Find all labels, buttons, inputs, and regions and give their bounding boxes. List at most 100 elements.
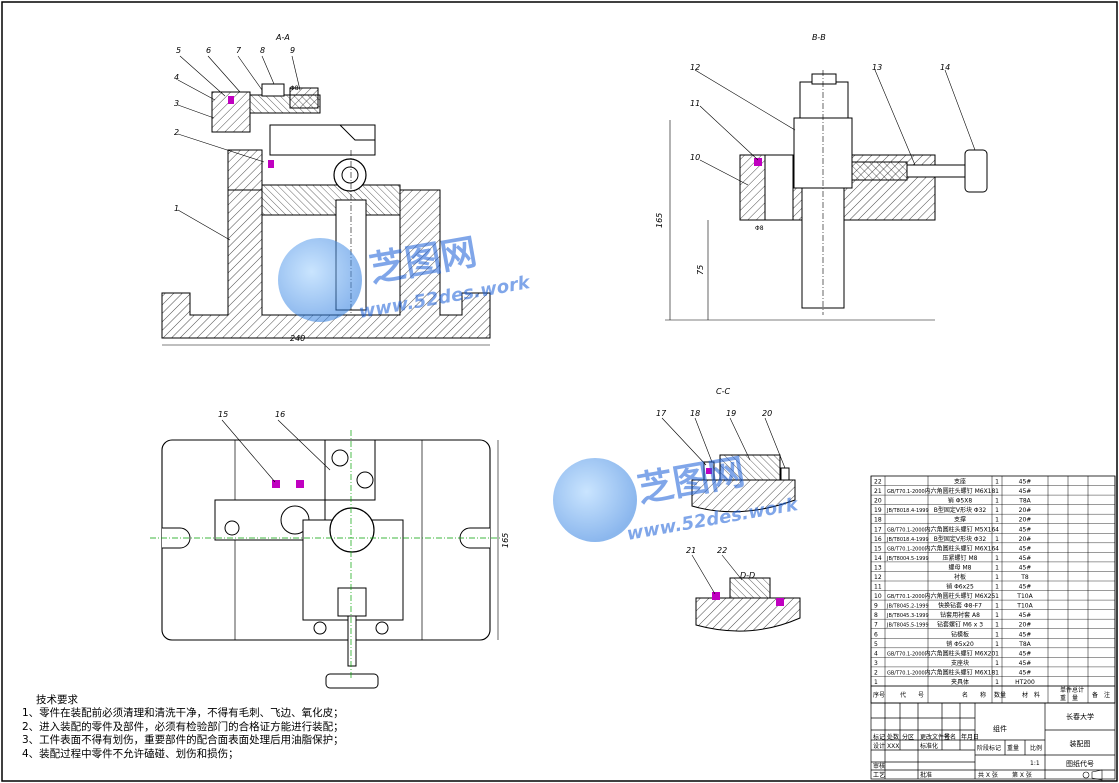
view-bb: B-B 165 75 Φ8 12 11 10 13 14 [655,33,988,321]
dim-75: 75 [696,265,705,275]
title-university: 长春大学 [1066,712,1094,721]
workpiece-section [333,158,367,192]
bom-cell-code: JB/T8004.5-1999 [886,556,929,562]
bb-knob-top [811,73,837,85]
screw-marker [754,158,762,166]
title-block [870,702,1116,780]
callout-11: 11 [690,99,700,108]
view-cc: C-C 17 18 19 20 [656,387,796,513]
screw-marker [268,160,274,168]
bom-cell-qty: 4 [995,526,999,533]
bom-cell-no: 7 [874,622,878,629]
bom-cell-qty: 1 [995,507,999,514]
bom-cell-mat: 45# [1019,669,1032,676]
bom-cell-no: 16 [874,536,882,543]
bom-cell-mat: T10A [1016,603,1033,610]
title-date: 年月日 [961,733,979,741]
bom-cell-code: GB/T70.1-2000 [887,489,925,495]
tech-req-item: 4、装配过程中零件不允许磕碰、划伤和损伤； [22,747,239,760]
bom-cell-qty: 1 [995,584,999,591]
bom-cell-no: 11 [874,584,882,591]
bom-cell-no: 2 [874,669,878,676]
bom-cell-no: 17 [874,526,882,533]
bom-cell-qty: 1 [995,536,999,543]
technical-requirements: 技术要求 1、零件在装配前必须清理和清洗干净，不得有毛刺、飞边、氧化皮； 2、进… [22,694,442,761]
bom-header-remark: 备 注 [1092,691,1110,699]
bom-cell-name: 螺母 M8 [949,563,972,571]
bb-pin-hole [764,154,794,221]
bom-cell-no: 21 [874,488,882,495]
watermark-globe [278,238,362,322]
hole [331,449,349,467]
bom-cell-code: GB/T70.1-2000 [887,670,925,676]
cc-pin [780,467,790,481]
bom-header: 序号 代 号 名 称 数量 材 料 单件 总计 重 量 备 注 [871,685,1115,702]
screw-head [224,520,240,536]
leaders-top [221,419,331,483]
bom-cell-qty: 1 [995,593,999,600]
callout-15: 15 [218,410,228,419]
bom-cell-mat: T8A [1018,641,1031,648]
bom-cell-no: 15 [874,545,882,552]
bom-cell-name: 钻模板 [951,630,969,638]
view-bb-label: B-B [812,33,826,42]
bom-cell-name: 内六角圆柱头螺钉 M6X18 [925,668,996,676]
title-drawing-no: 图纸代号 [1066,759,1094,768]
bb-knob [799,81,849,119]
callout-1: 1 [174,204,179,213]
bom-cell-name: 内六角圆柱头螺钉 M6X16 [925,544,996,552]
bom-cell-name: B型固定V形块 Φ32 [934,506,987,514]
bom-cell-qty: 1 [995,622,999,629]
bom-cell-mat: 20# [1019,507,1032,514]
bom-cell-qty: 1 [995,564,999,571]
bom-cell-code: JB/T8045.2-1999 [886,604,929,610]
body-bridge [261,184,401,216]
bom-cell-no: 10 [874,593,882,600]
bom-cell-no: 18 [874,517,882,524]
bom-cell-qty: 1 [995,669,999,676]
bom-cell-name: 销 Φ5x20 [946,640,974,648]
dim-240: 240 [290,334,305,343]
tech-req-title: 技术要求 [36,694,78,706]
title-standard: 标准化 [920,742,938,750]
bb-screw-shaft [906,164,968,178]
callout-16: 16 [275,410,285,419]
bom-cell-name: 钻套用衬套 A8 [940,611,980,619]
cc-base [691,479,796,513]
bom-cell-no: 20 [874,498,882,505]
bom-cell-mat: 20# [1019,517,1032,524]
leaders-dd [691,554,743,595]
bom-cell-no: 12 [874,574,882,581]
bom-cell-mat: T10A [1016,593,1033,600]
title-design: 设计 [873,742,885,750]
bom-cell-mat: 45# [1019,526,1032,533]
bom-cell-qty: 1 [995,488,999,495]
title-scale: 1:1 [1030,760,1040,767]
bom-cell-name: 内六角圆柱头螺钉 M6X25 [925,592,996,600]
title-sign: 签名 [944,733,956,741]
bom-cell-no: 22 [874,479,882,486]
bom-cell-name: 压紧螺钉 M8 [943,554,978,562]
screw-marker [712,592,720,600]
bom-cell-code: GB/T70.1-2000 [887,527,925,533]
bom-cell-qty: 1 [995,679,999,686]
bom-cell-qty: 1 [995,574,999,581]
bom-cell-mat: HT200 [1015,679,1035,686]
callout-4: 4 [174,73,179,82]
bom-cell-code: JB/T8045.5-1999 [886,623,929,629]
dd-base [695,597,801,632]
bom-cell-name: 支座块 [951,659,969,667]
tech-req-item: 3、工件表面不得有划伤，重要部件的配合面表面处理后用油脂保护； [22,734,344,747]
bom-cell-qty: 1 [995,555,999,562]
slide [337,587,367,617]
cc-v-block [719,454,781,481]
tech-req-item: 1、零件在装配前必须清理和清洗干净，不得有毛刺、飞边、氧化皮； [22,707,344,720]
title-change-doc: 更改文件号 [920,733,950,741]
title-process: 工艺 [873,771,885,779]
callout-8: 8 [260,46,265,55]
callout-14: 14 [940,63,950,72]
bom-cell-mat: 20# [1019,622,1032,629]
title-approve: 批准 [920,771,932,779]
bb-screw [851,161,908,181]
